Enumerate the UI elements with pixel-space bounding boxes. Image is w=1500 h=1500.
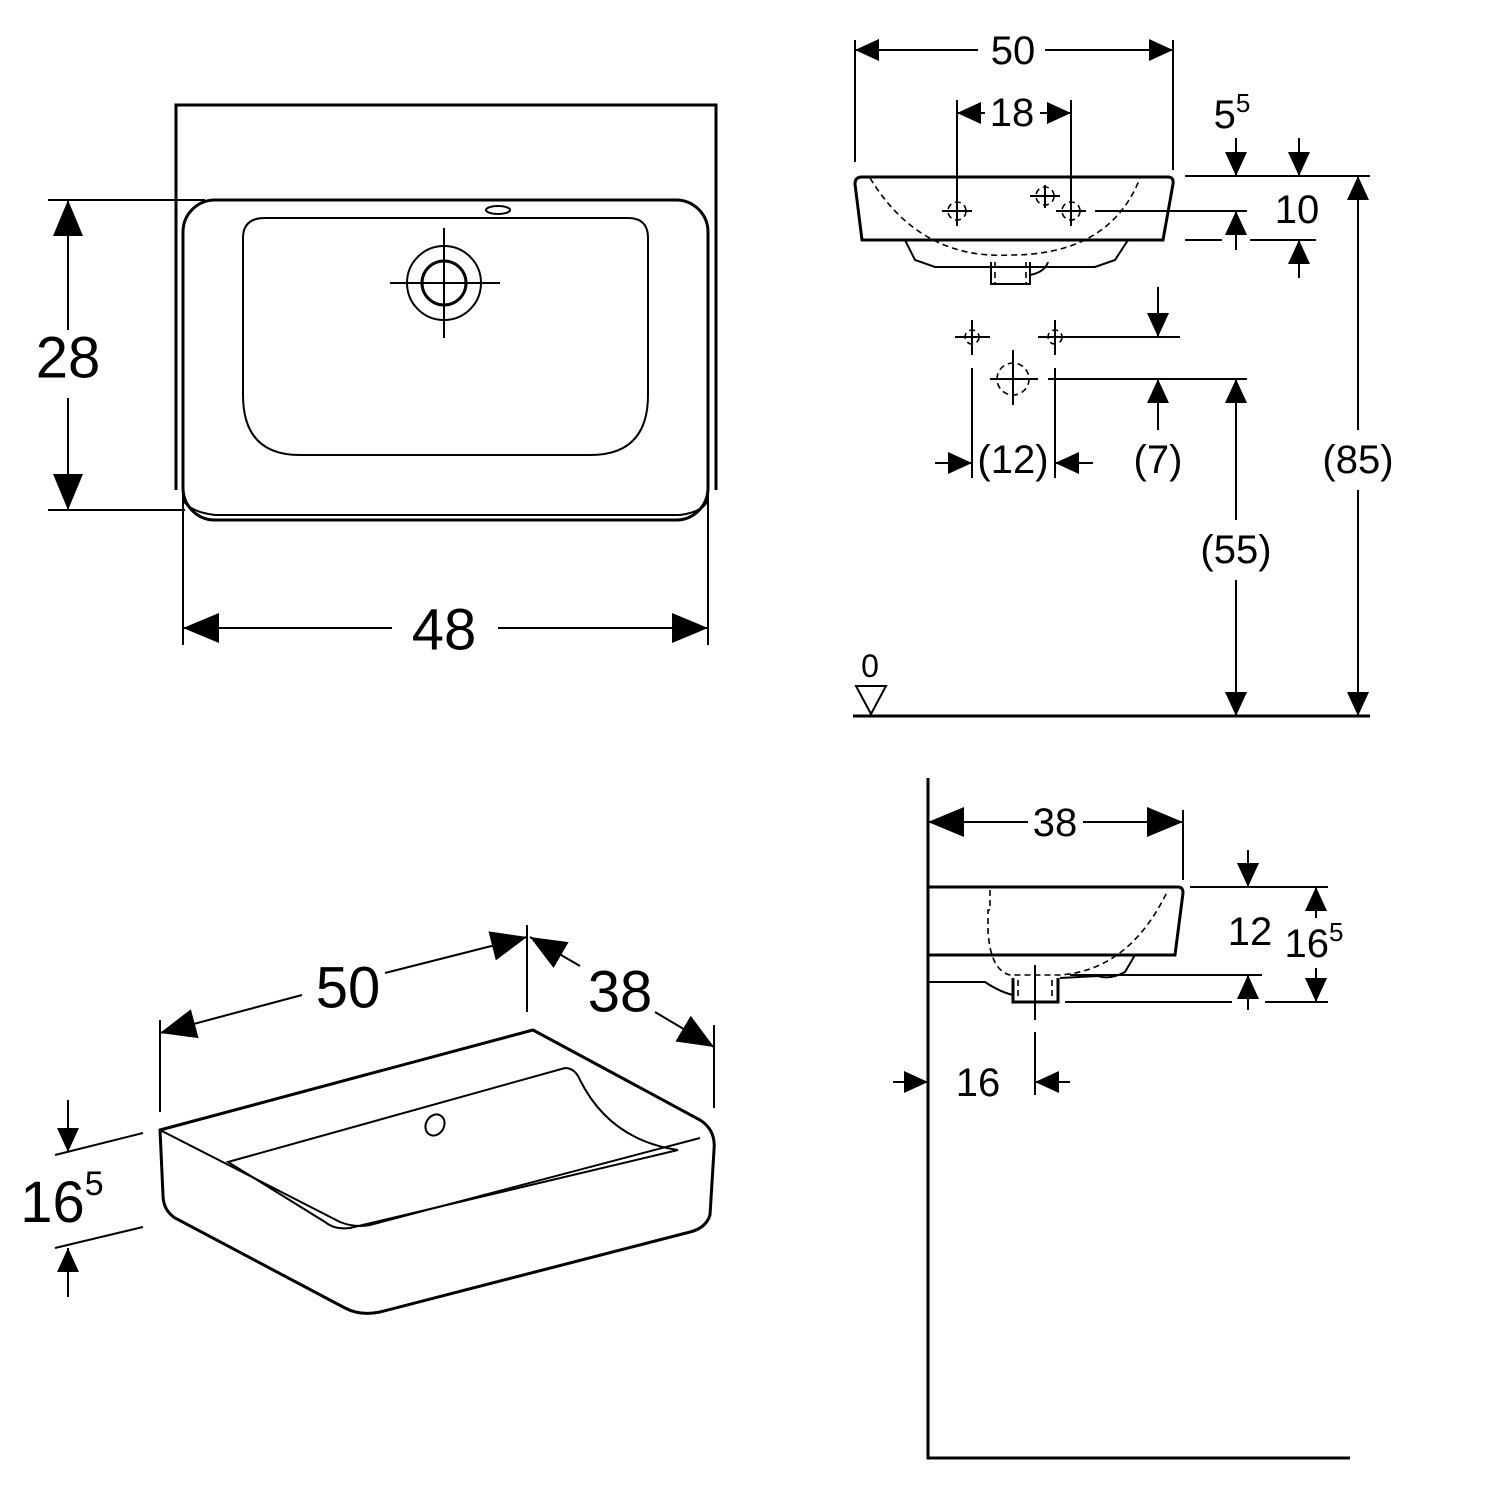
drawing-line [390, 228, 500, 338]
bowl-height-label: 12 [1228, 910, 1273, 954]
iso-height-label: 165 [20, 1165, 103, 1235]
tap-spacing-label: 18 [990, 91, 1035, 135]
tap-hole-icon [942, 196, 972, 226]
drawing-line [987, 889, 1169, 976]
supply-spacing-label: (12) [977, 438, 1048, 482]
drawing-line [942, 196, 972, 226]
front-view: 50 18 55 10 (12) (7) (55) [853, 29, 1394, 718]
drawing-line [384, 931, 528, 974]
drawing-line [1095, 175, 1370, 241]
drawing-line [955, 320, 990, 355]
drawing-line [529, 936, 581, 969]
bowl-outline [242, 217, 649, 456]
drawing-line [990, 261, 1049, 285]
top-view: 28 48 [36, 103, 718, 663]
tap-height-label: 10 [1275, 188, 1320, 232]
iso-depth-label: 38 [588, 960, 653, 1025]
drawing-line [904, 239, 1129, 268]
depth-dimension-label: 28 [36, 326, 101, 391]
drawing-line [928, 954, 1136, 996]
bowl-iso-outline [225, 1066, 679, 1230]
floor-level-label: 0 [861, 648, 879, 684]
basin-iso-outline [158, 1028, 716, 1315]
drawing-line [1030, 185, 1060, 208]
supply-offset-label: (7) [1134, 438, 1183, 482]
side-height-label: 165 [1285, 917, 1344, 966]
drain-point-icon [990, 350, 1038, 405]
wall-and-floor [926, 778, 1350, 1460]
drawing-line [159, 994, 303, 1039]
supply-point-icon [955, 320, 990, 355]
side-view: 38 12 165 16 [893, 778, 1350, 1460]
basin-side-outline [928, 885, 1185, 957]
wall-outline [174, 103, 718, 490]
drawing-line [990, 350, 1038, 405]
isometric-view: 50 38 165 [20, 925, 716, 1315]
drawing-line [654, 1011, 715, 1048]
rim-offset-label: 55 [1214, 88, 1251, 137]
drain-height-label: (55) [1200, 528, 1271, 572]
drawing-line [1056, 196, 1086, 226]
drawing-line [159, 1129, 701, 1227]
drawing-line [182, 499, 709, 516]
front-width-label: 50 [991, 29, 1036, 73]
iso-width-label: 50 [316, 956, 381, 1021]
side-depth-label: 38 [1033, 801, 1078, 845]
width-dimension-label: 48 [412, 598, 477, 663]
drawing-line [994, 262, 1027, 284]
basin-rim-outline [181, 198, 710, 522]
overflow-icon [485, 205, 511, 215]
drawing-line [869, 177, 1141, 257]
tap-hole-icon [1030, 185, 1060, 208]
drawing-line [1017, 980, 1053, 1000]
tap-hole-icon [1056, 196, 1086, 226]
drawing-line [1034, 886, 1328, 1095]
basin-front-outline [853, 175, 1175, 242]
floor-level-icon [854, 685, 888, 717]
rim-height-label: (85) [1322, 438, 1393, 482]
drain-offset-label: 16 [956, 1061, 1001, 1105]
drain-icon [424, 1113, 446, 1137]
